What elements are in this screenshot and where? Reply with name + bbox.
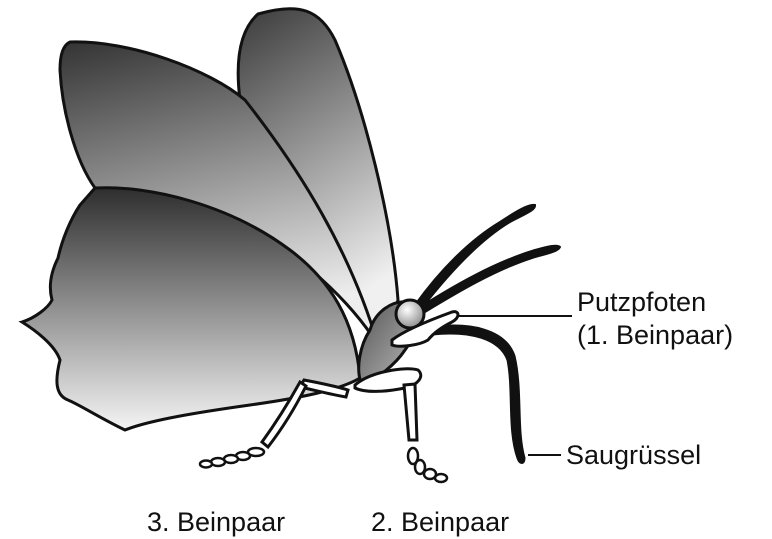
proboscis [430,326,524,462]
label-third-leg-pair: 3. Beinpaar [147,507,285,537]
label-saugruessel: Saugrüssel [566,440,701,470]
second-leg-tarsus [408,448,447,482]
third-leg-tarsus [200,448,264,468]
label-first-leg-pair: (1. Beinpaar) [577,320,733,350]
label-second-leg-pair: 2. Beinpaar [371,507,509,537]
second-leg-tibia [404,384,417,440]
label-putzpfoten: Putzpfoten [577,287,706,317]
